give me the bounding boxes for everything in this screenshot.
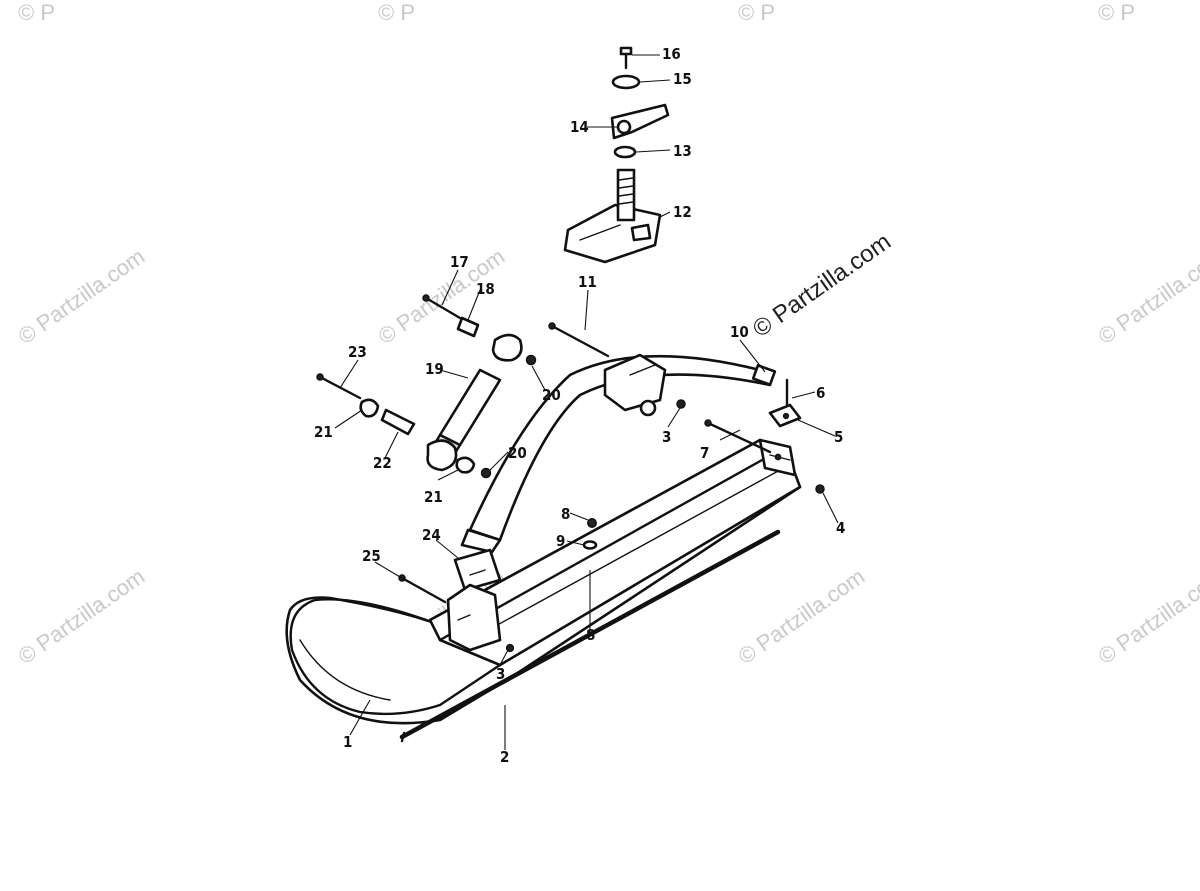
callout-5: 5 (834, 428, 843, 446)
watermark-mid-right: © Partzilla.com (1094, 244, 1200, 350)
callout-labels: 1 2 3 3 4 5 6 7 8 8 9 10 11 12 13 14 15 … (314, 45, 845, 766)
callout-18: 18 (476, 280, 495, 298)
watermark-low-left: © Partzilla.com (14, 564, 150, 670)
watermark-low-mid: © Partzilla.com (734, 564, 870, 670)
callout-8-nut: 8 (561, 505, 570, 523)
callout-8-rail: 8 (586, 626, 595, 644)
watermark-top-4: © P (1098, 0, 1135, 25)
spindle-assembly (563, 46, 670, 264)
callout-11: 11 (578, 273, 597, 291)
callout-23: 23 (348, 343, 367, 361)
callout-20-upper: 20 (542, 386, 561, 404)
callout-9: 9 (556, 532, 565, 550)
callout-4: 4 (836, 519, 845, 537)
shock-absorber (426, 333, 537, 479)
callout-3-front: 3 (496, 665, 505, 683)
callout-3-spring: 3 (662, 428, 671, 446)
callout-14: 14 (570, 118, 589, 136)
front-bracket (446, 548, 515, 653)
callout-20-lower: 20 (508, 444, 527, 462)
callout-21-upper: 21 (314, 423, 333, 441)
callout-24: 24 (422, 526, 441, 544)
watermark-mid-left: © Partzilla.com (14, 244, 150, 350)
callout-7: 7 (700, 444, 709, 462)
leader-lines (334, 54, 839, 750)
watermark-top-2: © P (378, 0, 415, 25)
watermark-primary: © Partzilla.com (748, 228, 896, 343)
callout-6: 6 (816, 384, 825, 402)
watermark-low-right: © Partzilla.com (1094, 564, 1200, 670)
callout-2: 2 (500, 748, 509, 766)
callout-10: 10 (730, 323, 749, 341)
callout-1: 1 (343, 733, 352, 751)
callout-25: 25 (362, 547, 381, 565)
callout-15: 15 (673, 70, 692, 88)
spring-saddle-bracket (603, 353, 667, 417)
callout-22: 22 (373, 454, 392, 472)
callout-12: 12 (673, 203, 692, 221)
watermark-top-1: © P (18, 0, 55, 25)
callout-13: 13 (673, 142, 692, 160)
watermark-top-3: © P (738, 0, 775, 25)
ski-body (285, 438, 802, 725)
callout-17: 17 (450, 253, 469, 271)
callout-16: 16 (662, 45, 681, 63)
callout-19: 19 (425, 360, 444, 378)
callout-21-lower: 21 (424, 488, 443, 506)
